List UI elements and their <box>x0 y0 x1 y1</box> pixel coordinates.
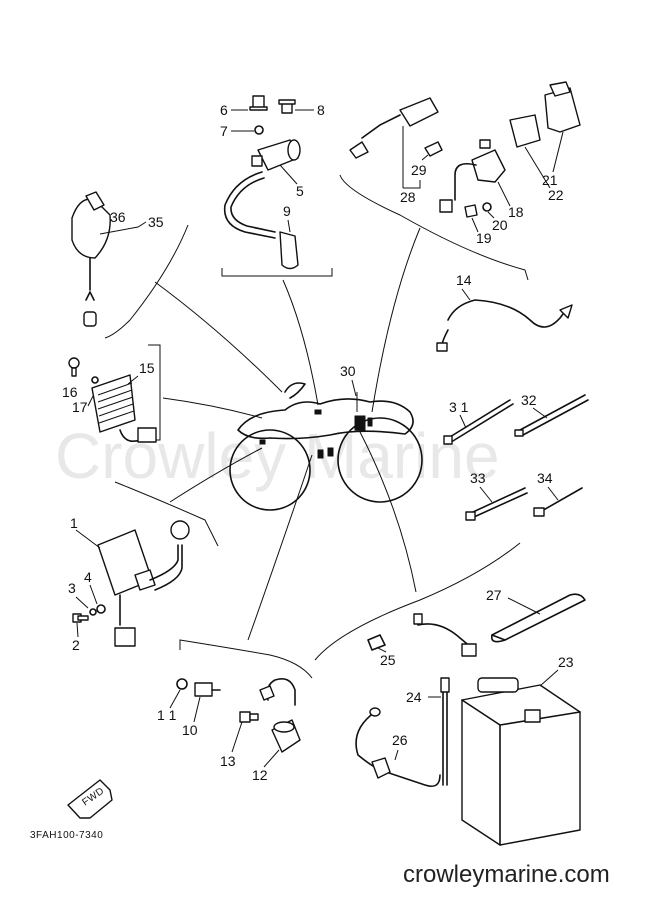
leader-lines <box>154 227 421 641</box>
wire-lead-group <box>436 299 573 352</box>
label-13: 13 <box>220 753 236 769</box>
label-32: 32 <box>521 392 537 408</box>
label-30: 30 <box>340 363 356 379</box>
rectifier-regulator-group <box>68 357 157 443</box>
label-17: 17 <box>72 399 88 415</box>
label-27: 27 <box>486 587 502 603</box>
label-24: 24 <box>406 689 422 705</box>
label-29: 29 <box>411 162 427 178</box>
label-11: 1 1 <box>157 707 177 723</box>
label-31: 3 1 <box>449 399 469 415</box>
label-4: 4 <box>84 569 92 585</box>
label-21: 21 <box>542 172 558 188</box>
vehicle-outline <box>229 382 423 511</box>
label-20: 20 <box>492 217 508 233</box>
label-10: 10 <box>182 722 198 738</box>
label-3: 3 <box>68 580 76 596</box>
website-footer[interactable]: crowleymarine.com <box>403 861 610 888</box>
label-1: 1 <box>70 515 78 531</box>
main-switch-group <box>71 191 111 327</box>
label-15: 15 <box>139 360 155 376</box>
battery-leads-group <box>355 613 477 788</box>
label-23: 23 <box>558 654 574 670</box>
group-brackets <box>104 174 529 679</box>
label-28: 28 <box>400 189 416 205</box>
ignition-coil-group <box>223 95 301 270</box>
label-8: 8 <box>317 102 325 118</box>
label-33: 33 <box>470 470 486 486</box>
label-2: 2 <box>72 637 80 653</box>
fuse-relay-group <box>176 677 301 753</box>
label-35: 35 <box>148 214 164 230</box>
label-36: 36 <box>110 209 126 225</box>
label-18: 18 <box>508 204 524 220</box>
fwd-arrow: FWD <box>67 779 113 819</box>
drawing-code: 3FAH100-7340 <box>30 830 103 841</box>
label-6: 6 <box>220 102 228 118</box>
battery-group <box>461 593 586 846</box>
watermark: Crowley Marine <box>55 420 500 492</box>
label-26: 26 <box>392 732 408 748</box>
cdi-unit-group <box>72 520 190 647</box>
label-19: 19 <box>476 230 492 246</box>
label-12: 12 <box>252 767 268 783</box>
cable-ties-group <box>443 394 589 521</box>
label-5: 5 <box>296 183 304 199</box>
label-22: 22 <box>548 187 564 203</box>
label-9: 9 <box>283 203 291 219</box>
label-34: 34 <box>537 470 553 486</box>
label-25: 25 <box>380 652 396 668</box>
label-16: 16 <box>62 384 78 400</box>
part-labels: 6 7 8 5 9 36 35 15 16 17 1 4 3 2 1 1 10 … <box>62 102 574 783</box>
starter-relay-group <box>349 81 581 218</box>
label-14: 14 <box>456 272 472 288</box>
label-7: 7 <box>220 123 228 139</box>
